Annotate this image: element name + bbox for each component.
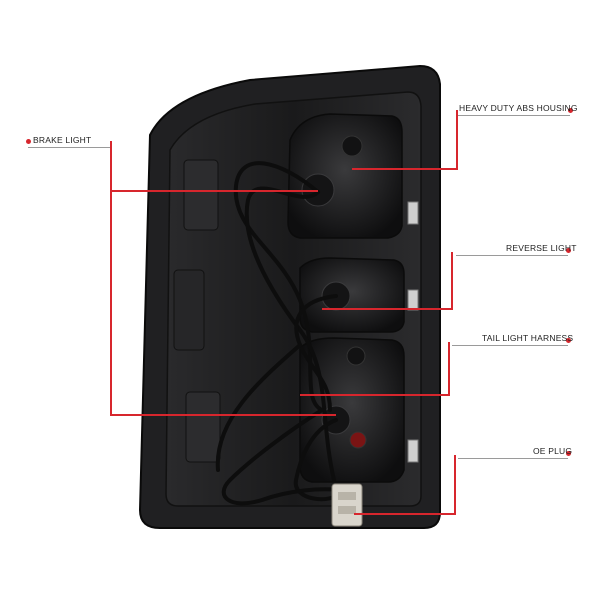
tail-light-harness-label: TAIL LIGHT HARNESS: [482, 333, 574, 343]
housing-label: HEAVY DUTY ABS HOUSING: [459, 103, 578, 113]
oe-plug-label: OE PLUG: [533, 446, 573, 456]
brake-light-line-h1: [110, 190, 318, 192]
brake-light-label: BRAKE LIGHT: [33, 135, 92, 145]
tail-light-harness-dot: [566, 338, 571, 343]
reverse-light-socket: [299, 257, 405, 333]
housing-underline: [458, 115, 570, 116]
brake-light-line-v: [110, 141, 112, 415]
oe-plug-line-h: [354, 513, 456, 515]
oe-plug-dot: [566, 451, 571, 456]
housing-line-v: [456, 110, 458, 170]
tail-light-harness-underline: [452, 345, 568, 346]
reverse-light-underline: [456, 255, 568, 256]
oe-plug-underline: [458, 458, 568, 459]
brake-light-line-h2: [110, 414, 336, 416]
brake-light-socket: [287, 113, 403, 239]
brake-light-dot: [26, 139, 31, 144]
tail-light-harness-line-h: [300, 394, 450, 396]
reverse-light-dot: [566, 248, 571, 253]
tail-light-socket: [299, 337, 405, 483]
housing-dot: [568, 108, 573, 113]
brake-light-underline: [28, 147, 112, 148]
reverse-light-label: REVERSE LIGHT: [506, 243, 577, 253]
oe-plug-shape: [331, 483, 363, 527]
housing-line-h: [352, 168, 458, 170]
reverse-light-line-v: [451, 252, 453, 310]
tail-light-harness-line-v: [448, 342, 450, 396]
oe-plug-line-v: [454, 455, 456, 515]
reverse-light-line-h: [322, 308, 453, 310]
